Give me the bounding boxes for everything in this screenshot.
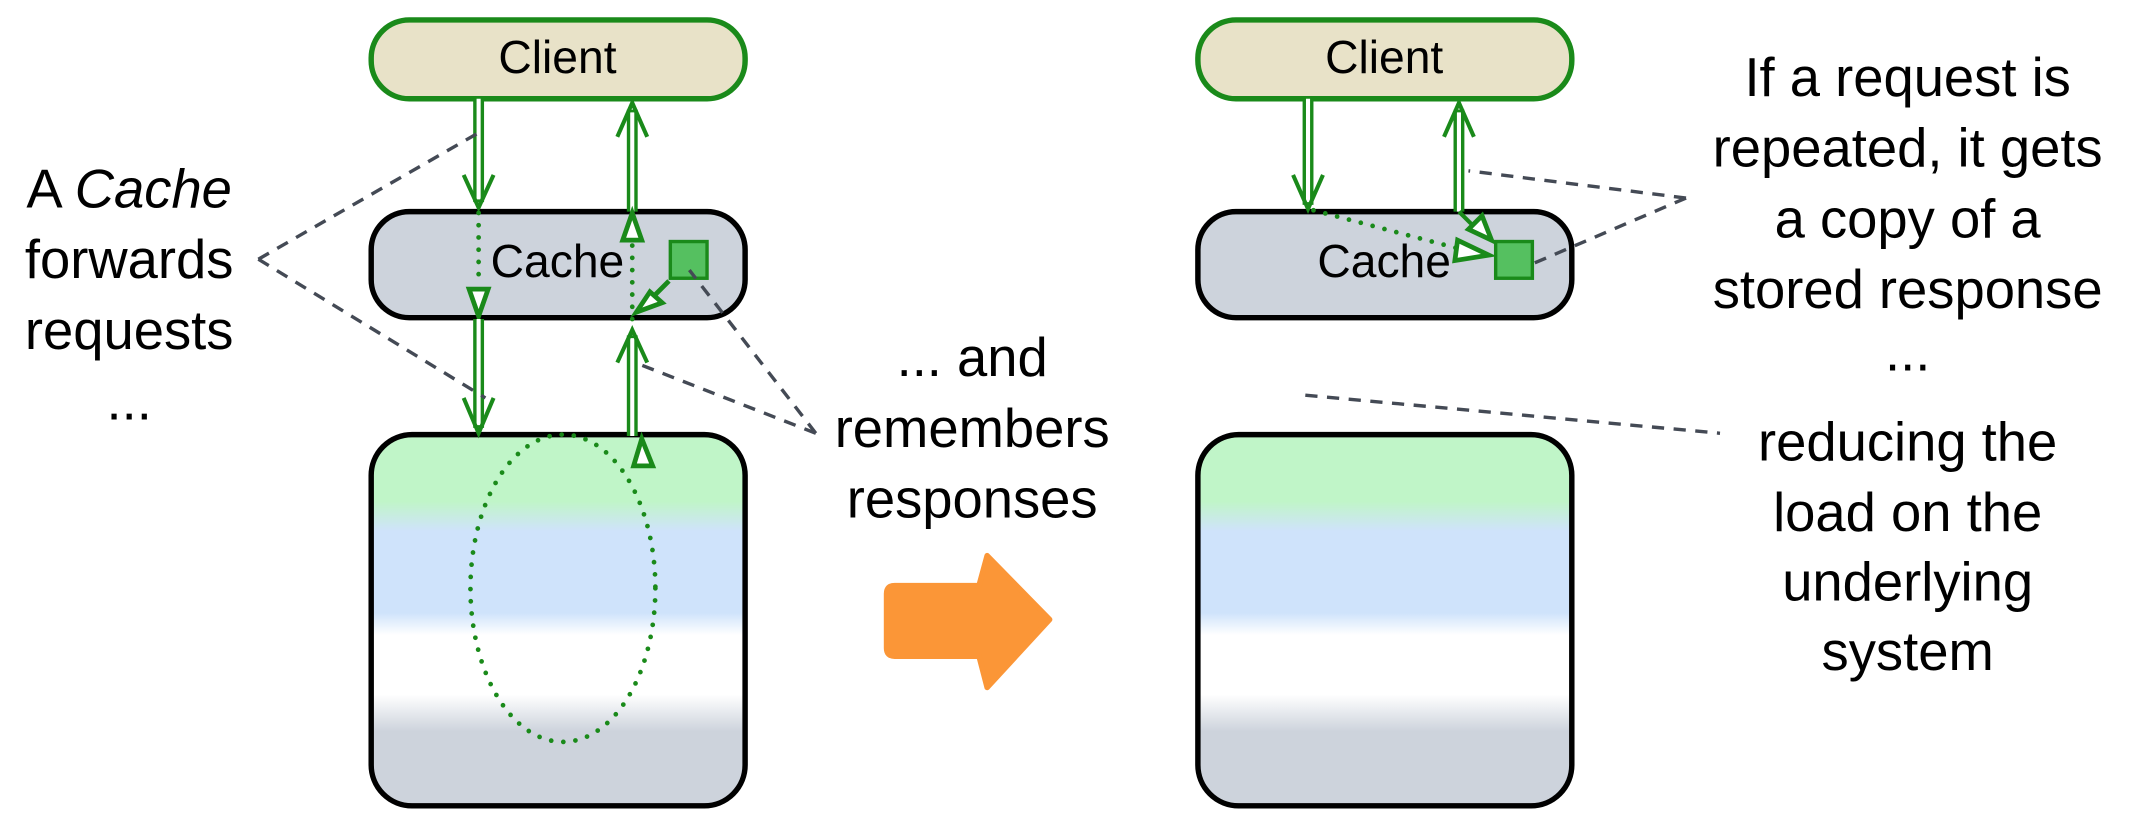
system-box [368, 431, 748, 809]
client-label: Client [498, 31, 616, 83]
caption-line: A Cache [26, 159, 232, 220]
caption-line: requests [25, 300, 234, 361]
caption-line: ... [107, 371, 152, 432]
caption-line: responses [847, 469, 1098, 530]
callout-line [1533, 196, 1687, 265]
caption-line: load on the [1773, 482, 2042, 543]
cache-label: Cache [491, 235, 625, 287]
response-arrow [615, 97, 671, 469]
caption-line: underlying [1782, 551, 2033, 612]
caption-line: reducing the [1758, 411, 2057, 472]
caption-line: If a request is [1744, 47, 2070, 108]
callout-line [257, 257, 487, 400]
left-panel: Client Cache A Cache [25, 17, 818, 809]
request-arrow [1291, 98, 1497, 264]
callout-line [634, 360, 817, 435]
middle: ... and remembers responses [835, 327, 1110, 691]
callout-line [1305, 393, 1721, 435]
request-arrow [461, 98, 496, 439]
caption-line: repeated, it gets [1713, 118, 2103, 179]
caption-line: stored response [1713, 259, 2103, 320]
client-label: Client [1325, 31, 1443, 83]
caption-line: ... and [897, 327, 1048, 388]
caption-line: system [1822, 621, 1994, 682]
callout-line [1468, 169, 1687, 200]
response-arrow [1442, 97, 1496, 245]
transition-arrow-icon [883, 552, 1053, 691]
stored-response-icon [1493, 239, 1535, 280]
request-loop [468, 432, 658, 745]
system-box [1195, 431, 1575, 809]
cache-label: Cache [1317, 235, 1451, 287]
stored-response-icon [668, 239, 709, 280]
client-box [368, 17, 748, 102]
caption-line: ... [1885, 322, 1930, 383]
caption-line: a copy of a [1775, 188, 2042, 249]
cache-box [1195, 208, 1575, 321]
right-panel: Client Cache If a request is repeated, i… [1195, 17, 2103, 809]
caption-line: remembers [835, 398, 1110, 459]
client-box [1195, 17, 1575, 102]
caption-line: forwards [25, 229, 234, 290]
